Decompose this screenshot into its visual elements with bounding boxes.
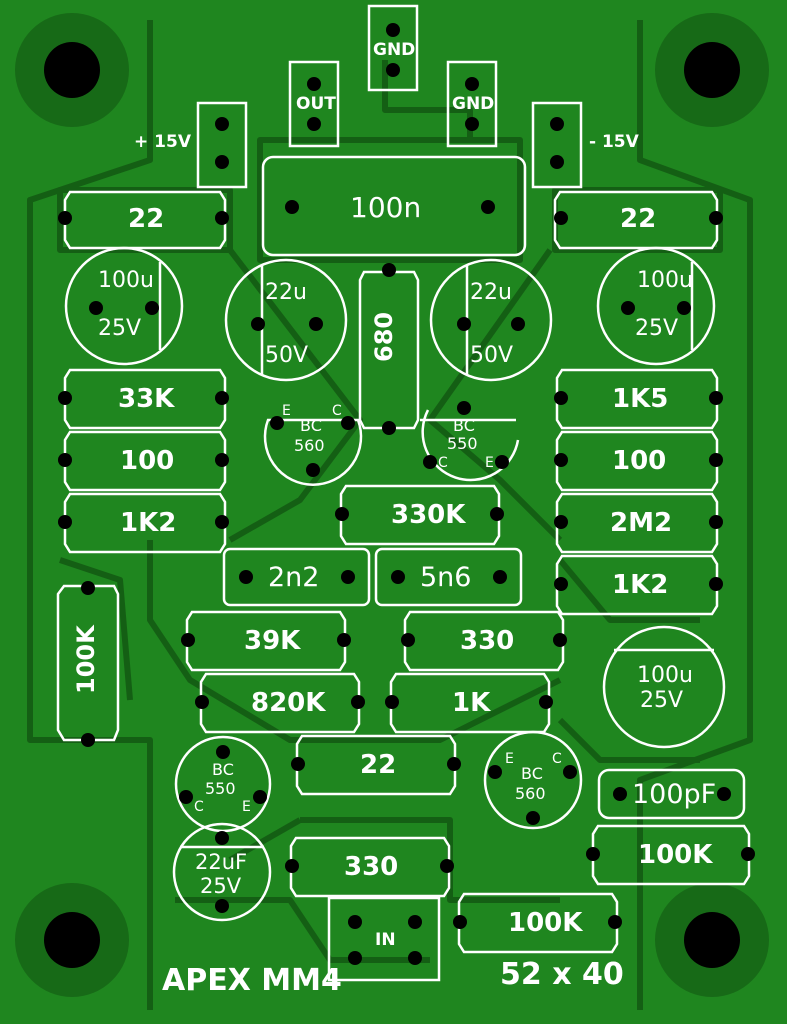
plus15-label: + 15V <box>134 132 191 152</box>
out-label: OUT <box>296 94 336 114</box>
c100n-label: 100n <box>350 191 422 224</box>
c2n2-label: 2n2 <box>268 562 320 593</box>
q1-e-label: E <box>282 403 291 419</box>
q2-c-label: C <box>438 455 448 471</box>
el-mid-right-voltage: 25V <box>640 688 684 713</box>
r39k-label: 39K <box>244 626 301 656</box>
r100k-right-label: 100K <box>638 840 713 870</box>
el-left-voltage: 25V <box>98 316 142 341</box>
r1k5-label: 1K5 <box>612 384 669 414</box>
el22-right-voltage: 50V <box>470 343 514 368</box>
mounting-holes <box>15 13 769 997</box>
r1k2-right-label: 1K2 <box>612 570 669 600</box>
q3-type1-label: BC <box>212 760 234 779</box>
q3-type2-label: 550 <box>205 779 236 798</box>
c100pf-label: 100pF <box>632 779 717 810</box>
r1k-label: 1K <box>452 688 491 718</box>
q3-c-label: C <box>194 799 204 815</box>
r22-left-label: 22 <box>128 204 165 234</box>
q4-c-label: C <box>552 751 562 767</box>
el-mid-right-value: 100u <box>637 663 693 688</box>
r22-mid-label: 22 <box>360 750 397 780</box>
r820k-label: 820K <box>251 688 326 718</box>
minus15-label: - 15V <box>589 132 639 152</box>
el-right-value: 100u <box>637 268 693 293</box>
board-size: 52 x 40 <box>500 957 624 992</box>
gnd-right-label: GND <box>452 94 495 114</box>
r330k-label: 330K <box>391 500 466 530</box>
pads <box>58 23 755 965</box>
r100-right-label: 100 <box>612 446 667 476</box>
q2-type2-label: 550 <box>447 434 478 453</box>
q1-type1-label: BC <box>300 416 322 435</box>
q4-e-label: E <box>505 751 514 767</box>
q1-type2-label: 560 <box>294 436 325 455</box>
el-bottom-voltage: 25V <box>200 874 242 898</box>
r330-bottom-label: 330 <box>344 852 399 882</box>
el-bottom-value: 22uF <box>195 850 248 874</box>
r2m2-label: 2M2 <box>610 508 673 538</box>
q1-c-label: C <box>332 403 342 419</box>
el22-left-voltage: 50V <box>265 343 309 368</box>
el-right-voltage: 25V <box>635 316 679 341</box>
q4-type2-label: 560 <box>515 784 546 803</box>
r33k-label: 33K <box>118 384 175 414</box>
q2-type1-label: BC <box>453 416 475 435</box>
r100k-bottom-label: 100K <box>508 908 583 938</box>
r100-left-label: 100 <box>120 446 175 476</box>
el22-right-value: 22u <box>470 280 512 305</box>
r1k2-left-label: 1K2 <box>120 508 177 538</box>
q4-type1-label: BC <box>521 764 543 783</box>
board-name: APEX MM4 <box>162 963 342 998</box>
r100k-left-label: 100K <box>72 625 100 694</box>
in-label: IN <box>375 930 396 950</box>
r680-label: 680 <box>370 311 398 362</box>
r22-right-label: 22 <box>620 204 657 234</box>
r330-mid-label: 330 <box>460 626 515 656</box>
el-left-value: 100u <box>98 268 154 293</box>
q3-e-label: E <box>242 799 251 815</box>
el22-left-value: 22u <box>265 280 307 305</box>
q2-e-label: E <box>485 455 494 471</box>
c5n6-label: 5n6 <box>420 562 472 593</box>
gnd-top-label: GND <box>373 40 416 60</box>
